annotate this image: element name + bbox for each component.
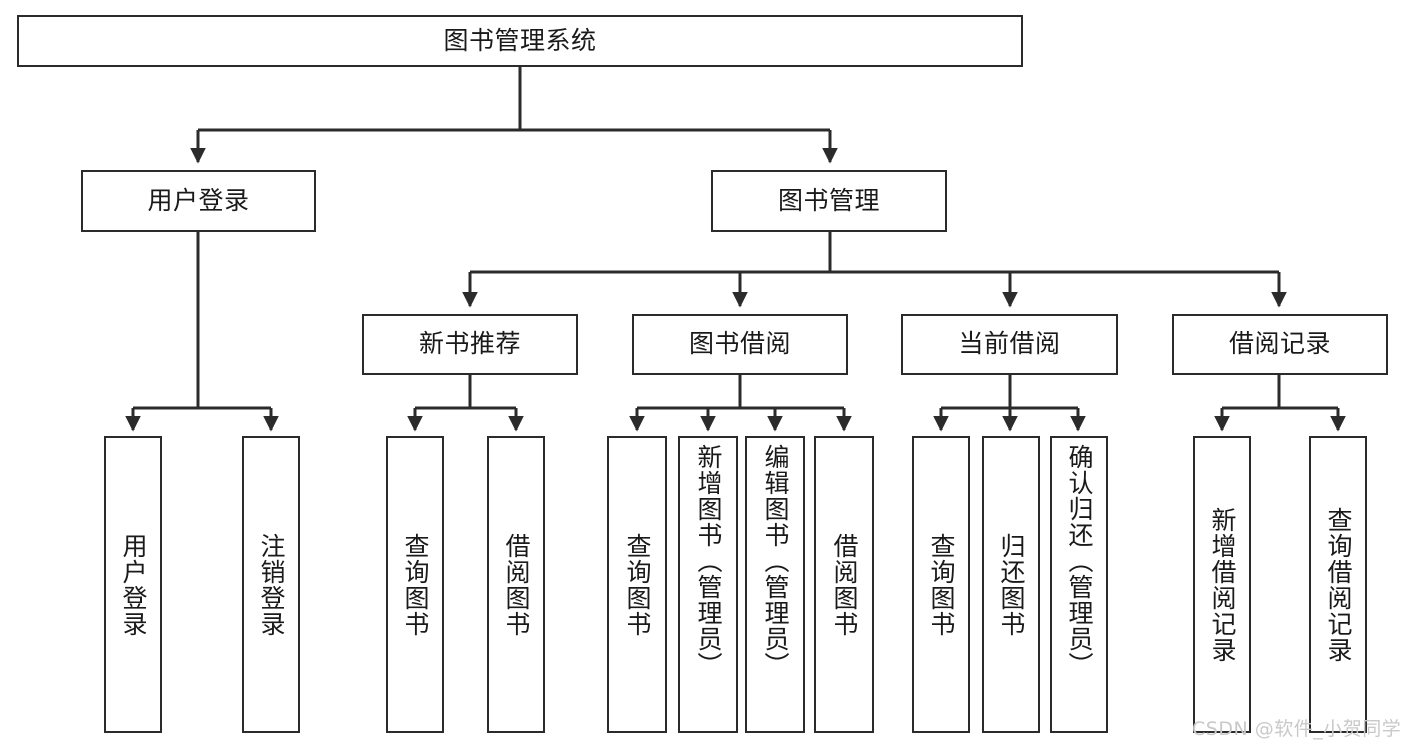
node-current-borrow-label: 当前借阅 [958,329,1061,359]
leaf-current-borrow-return-label: 归还图书 [997,532,1026,637]
leaf-current-borrow-return[interactable]: 归还图书 [982,436,1040,733]
node-user-login[interactable]: 用户登录 [81,170,316,232]
leaf-borrow-record-add-label: 新增借阅记录 [1208,506,1237,663]
node-root-system-label: 图书管理系统 [443,25,597,55]
node-new-book-recommend-label: 新书推荐 [418,329,521,359]
leaf-book-borrow-borrow-label: 借阅图书 [830,532,859,637]
leaf-book-borrow-borrow[interactable]: 借阅图书 [814,436,874,733]
leaf-borrow-record-query[interactable]: 查询借阅记录 [1309,436,1367,733]
node-user-login-label: 用户登录 [147,185,250,215]
node-current-borrow[interactable]: 当前借阅 [901,314,1118,375]
leaf-new-book-borrow-label: 借阅图书 [502,532,531,637]
node-root-system[interactable]: 图书管理系统 [17,15,1023,67]
leaf-user-login-logout-label: 注销登录 [257,532,286,637]
node-book-borrow-label: 图书借阅 [688,329,791,359]
leaf-current-borrow-query[interactable]: 查询图书 [912,436,970,733]
leaf-book-borrow-add[interactable]: 新增图书（管理员） [678,436,738,733]
leaf-current-borrow-confirm[interactable]: 确认归还（管理员） [1050,436,1108,733]
node-new-book-recommend[interactable]: 新书推荐 [362,314,578,375]
node-borrow-record-label: 借阅记录 [1228,329,1331,359]
leaf-borrow-record-add[interactable]: 新增借阅记录 [1193,436,1251,733]
leaf-book-borrow-edit[interactable]: 编辑图书（管理员） [745,436,805,733]
leaf-user-login-login-label: 用户登录 [119,532,148,637]
leaf-book-borrow-query-label: 查询图书 [623,532,652,637]
leaf-user-login-logout[interactable]: 注销登录 [242,436,300,733]
node-book-management-label: 图书管理 [777,185,880,215]
leaf-book-borrow-edit-label: 编辑图书（管理员） [761,444,790,678]
leaf-user-login-login[interactable]: 用户登录 [104,436,162,733]
leaf-new-book-query-label: 查询图书 [401,532,430,637]
leaf-new-book-borrow[interactable]: 借阅图书 [487,436,545,733]
node-book-management[interactable]: 图书管理 [711,170,947,232]
leaf-book-borrow-add-label: 新增图书（管理员） [694,444,723,678]
node-borrow-record[interactable]: 借阅记录 [1172,314,1388,375]
leaf-book-borrow-query[interactable]: 查询图书 [607,436,667,733]
leaf-current-borrow-confirm-label: 确认归还（管理员） [1065,444,1094,678]
leaf-borrow-record-query-label: 查询借阅记录 [1324,506,1353,663]
leaf-current-borrow-query-label: 查询图书 [927,532,956,637]
node-book-borrow[interactable]: 图书借阅 [632,314,848,375]
leaf-new-book-query[interactable]: 查询图书 [386,436,444,733]
